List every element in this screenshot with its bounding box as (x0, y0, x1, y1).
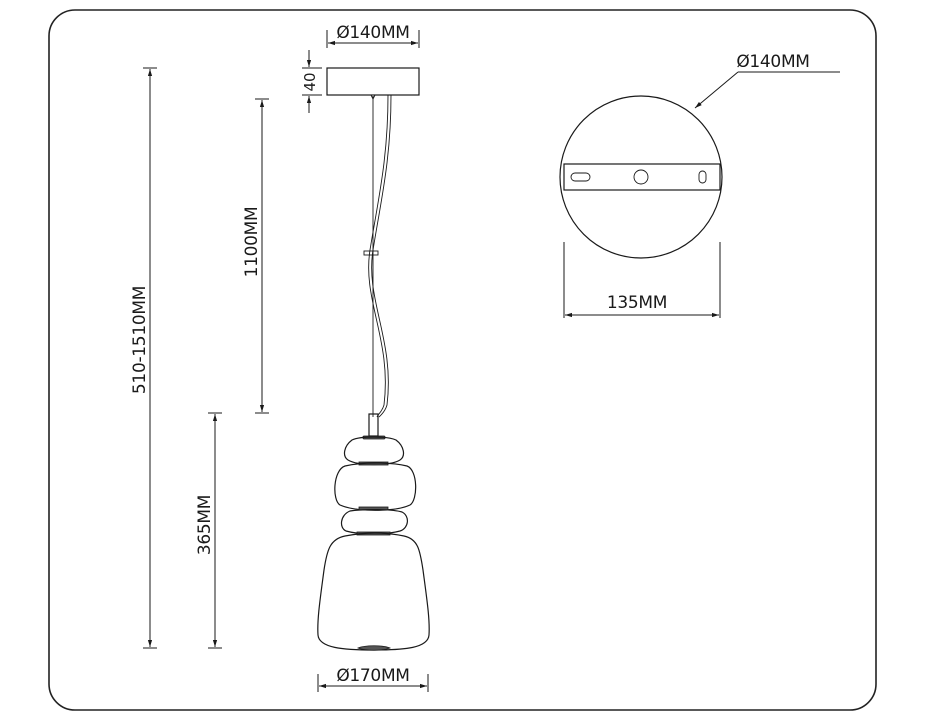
canopy-diameter-label: Ø140MM (336, 23, 409, 43)
canopy (326, 67, 420, 96)
mounting-bar-width-label: 135MM (607, 293, 667, 313)
power-cable (368, 94, 389, 418)
canopy-height-label: 40 (301, 72, 319, 91)
mounting-bar (563, 163, 721, 191)
canopy-height-dimension: 40 (301, 50, 322, 113)
canopy-plan-view: Ø140MM 135MM (559, 52, 840, 318)
shade-diameter-label: Ø170MM (336, 666, 409, 686)
plan-diameter-label: Ø140MM (736, 52, 809, 72)
canopy-plan-circle (559, 95, 723, 259)
total-height-label: 510-1510MM (130, 286, 150, 394)
drawing-frame (48, 9, 877, 711)
mounting-bar-width-dimension: 135MM (563, 242, 721, 318)
glass-bead-1 (343, 436, 405, 466)
cable-length-dimension: 1100MM (242, 98, 269, 414)
side-view: Ø140MM 40 (301, 23, 430, 692)
glass-bead-3 (340, 509, 408, 535)
total-height-dimension: 510-1510MM (130, 67, 157, 649)
canopy-width-dimension: Ø140MM (326, 23, 420, 48)
plan-diameter-leader: Ø140MM (694, 52, 840, 109)
center-hole (633, 169, 649, 185)
cable-clamp (363, 250, 379, 256)
shade-height-dimension: 365MM (195, 412, 222, 649)
slot-hole-left (570, 172, 591, 182)
shade-diameter-dimension: Ø170MM (317, 666, 429, 692)
cable-length-label: 1100MM (242, 207, 262, 278)
slot-hole-right (698, 170, 707, 184)
shade-height-label: 365MM (195, 495, 215, 555)
glass-shade (317, 532, 430, 651)
lamp-stem (368, 413, 379, 437)
glass-bead-2 (334, 462, 417, 511)
